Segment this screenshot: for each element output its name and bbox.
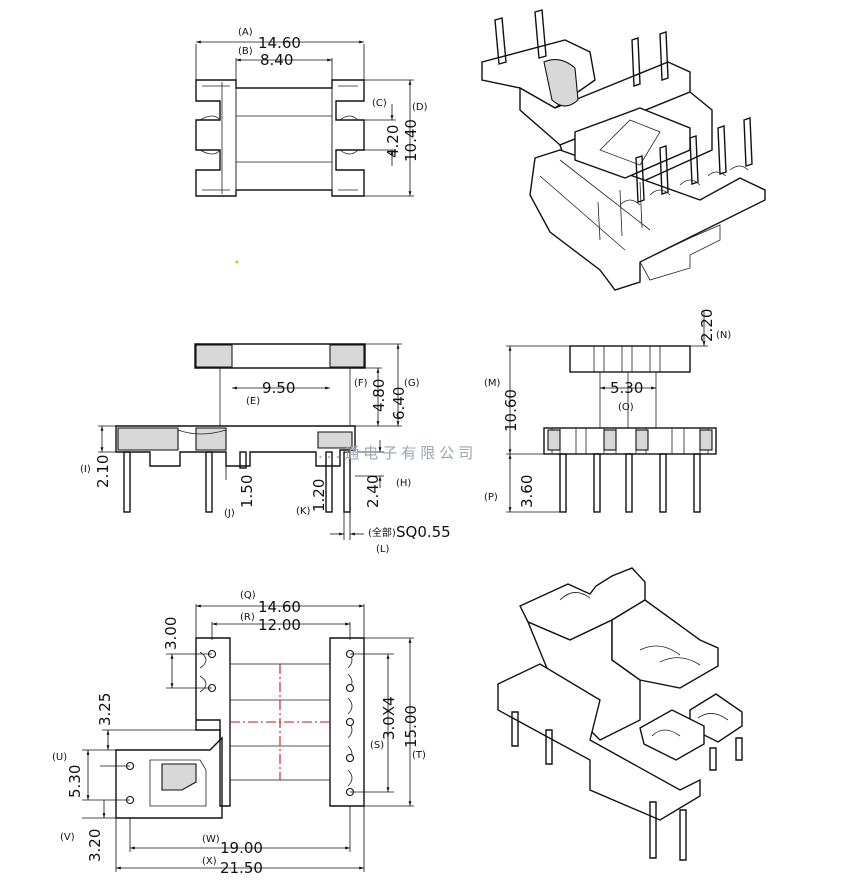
- dim-b-label: (B): [238, 46, 253, 57]
- dim-w-value: 19.00: [220, 839, 263, 857]
- dim-p-value: 3.60: [518, 475, 536, 508]
- side-view-outline: [115, 343, 366, 467]
- dim-c-label: (C): [372, 98, 387, 109]
- dim-g: (G) 6.40: [355, 343, 420, 427]
- bottom-pin-holes: [125, 649, 355, 805]
- dim-o-label: (O): [618, 402, 634, 413]
- dim-h-label: (H): [396, 478, 411, 489]
- dim-k-label: (K): [296, 506, 310, 517]
- bottom-view-outline: [115, 637, 365, 819]
- dim-h-value: 2.40: [364, 475, 382, 508]
- dim-s-value: 3.0X4: [380, 696, 398, 740]
- dim-a: (A) 14.60: [195, 27, 365, 80]
- dim-i: (I) 2.10: [80, 425, 116, 488]
- front-pins: [559, 453, 701, 513]
- dim-f-label: (F): [354, 378, 368, 389]
- dim-offset-value: 3.25: [96, 693, 114, 726]
- front-view-outline: [543, 345, 717, 455]
- dim-d: (D) 10.40: [364, 79, 428, 197]
- top-view: (A) 14.60 (B) 8.40 (C) 4.20 (D) 10.40: [195, 27, 428, 197]
- dim-d-label: (D): [412, 102, 428, 113]
- company-watermark: ...通电子有限公司: [318, 444, 477, 462]
- dim-l-label: (L): [376, 544, 389, 555]
- dim-n: 2.20 (N): [690, 309, 731, 347]
- dim-d-value: 10.40: [402, 119, 420, 162]
- bottom-centerlines: [230, 664, 330, 780]
- dim-pitch-left-value: 3.00: [162, 617, 180, 650]
- dim-k-value: 1.20: [310, 479, 328, 512]
- dim-j-label: (J): [224, 508, 235, 519]
- dim-x-value: 21.50: [220, 859, 263, 877]
- dim-j: 1.50 (J): [224, 466, 256, 519]
- dim-w-label: (W): [202, 834, 220, 845]
- dim-e: 9.50 (E): [232, 379, 330, 407]
- dim-l-value: SQ0.55: [396, 523, 451, 541]
- dim-m-value: 10.60: [502, 389, 520, 432]
- dim-b: (B) 8.40: [235, 46, 333, 88]
- dim-m: (M) 10.60: [484, 345, 570, 455]
- dim-t-label: (T): [412, 750, 426, 761]
- dim-l-note: (全部): [368, 526, 396, 539]
- bottom-view: (Q) 14.60 (R) 12.00 3.00 3.25: [52, 590, 426, 877]
- dim-e-value: 9.50: [262, 379, 295, 397]
- dim-x-label: (X): [202, 856, 217, 867]
- dim-l: (全部) SQ0.55 (L): [330, 512, 451, 555]
- dim-a-label: (A): [238, 27, 253, 38]
- dim-f-value: 4.80: [370, 379, 388, 412]
- dim-i-value: 2.10: [94, 455, 112, 488]
- marker-dot: [235, 260, 239, 264]
- dim-f: (F) 4.80: [354, 367, 388, 426]
- dim-c-value: 4.20: [384, 125, 402, 158]
- dim-c: (C) 4.20: [364, 98, 402, 166]
- dim-w: (W) 19.00: [129, 806, 351, 857]
- dim-offset: 3.25: [96, 693, 196, 750]
- side-pins: [123, 451, 351, 513]
- dim-r-label: (R): [240, 612, 255, 623]
- top-pins: [494, 9, 753, 203]
- dim-u: (U) 5.30: [52, 749, 130, 801]
- dim-pitch-left: 3.00: [162, 617, 212, 689]
- dim-a-value: 14.60: [258, 34, 301, 52]
- dim-n-label: (N): [716, 330, 731, 341]
- dim-k: 1.20 (K): [296, 479, 328, 517]
- dim-v-value: 3.20: [86, 829, 104, 862]
- dim-m-label: (M): [484, 378, 501, 389]
- dim-g-value: 6.40: [390, 387, 408, 420]
- dim-u-label: (U): [52, 752, 67, 763]
- dim-p-label: (P): [484, 492, 498, 503]
- dim-b-value: 8.40: [260, 51, 293, 69]
- dim-o-value: 5.30: [610, 379, 643, 397]
- top-view-outline: [195, 79, 365, 197]
- dim-p: (P) 3.60: [484, 454, 560, 513]
- dim-q: (Q) 14.60: [195, 590, 365, 638]
- front-view: (M) 10.60 2.20 (N) 5.30 (O) (P) 3.60: [484, 309, 731, 513]
- dim-u-value: 5.30: [66, 765, 84, 798]
- dim-i-label: (I): [80, 464, 91, 475]
- dim-e-label: (E): [246, 396, 260, 407]
- dim-s: 3.0X4 (S): [350, 653, 398, 793]
- dim-t-value: 15.00: [402, 705, 420, 748]
- dim-o: 5.30 (O): [600, 379, 656, 413]
- isometric-view-top: [481, 9, 766, 291]
- dim-s-label: (S): [370, 740, 384, 751]
- dim-v: (V) 3.20: [60, 765, 130, 862]
- dim-h: 2.40 (H): [355, 440, 411, 508]
- dim-r-value: 12.00: [258, 616, 301, 634]
- dim-v-label: (V): [60, 832, 75, 843]
- dim-x: (X) 21.50: [115, 806, 365, 877]
- dim-q-value: 14.60: [258, 598, 301, 616]
- side-view: 9.50 (E) (F) 4.80 (G) 6.40 2.40 (H): [80, 343, 451, 555]
- dim-j-value: 1.50: [238, 475, 256, 508]
- dim-g-label: (G): [404, 378, 420, 389]
- dim-r: (R) 12.00: [211, 612, 351, 640]
- isometric-view-bottom: [497, 567, 743, 861]
- dim-n-value: 2.20: [698, 309, 716, 342]
- dim-t: 15.00 (T): [364, 637, 426, 807]
- bottom-iso-pins: [511, 711, 743, 861]
- dim-q-label: (Q): [240, 590, 256, 601]
